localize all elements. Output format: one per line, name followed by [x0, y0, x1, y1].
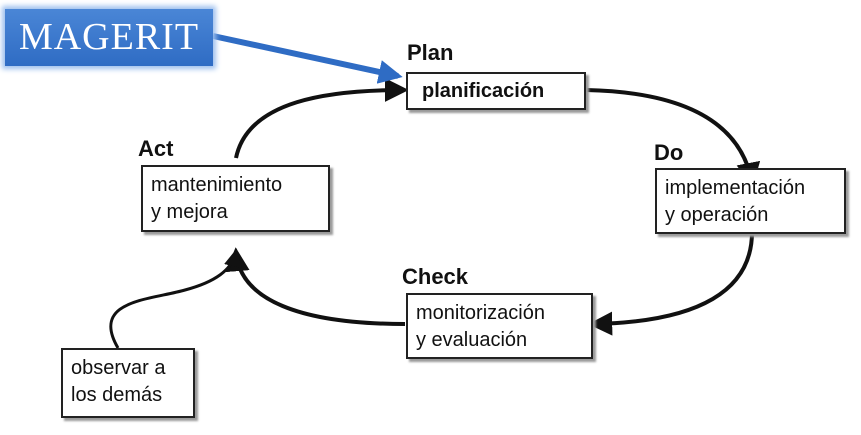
observe-box-line2: los demás	[71, 384, 163, 406]
magerit-badge: MAGERIT	[5, 9, 213, 66]
check-box: monitorización y evaluación	[406, 293, 593, 359]
phase-title-check: Check	[402, 264, 469, 289]
arrow-do-to-check	[588, 231, 754, 336]
observe-box: observar a los demás	[61, 348, 195, 418]
arrow-check-to-act	[225, 247, 406, 326]
arrow-observe-to-act	[109, 248, 242, 349]
arrow-plan-to-do	[585, 88, 761, 187]
phase-title-do: Do	[654, 140, 684, 165]
plan-box: planificación	[406, 72, 586, 110]
do-box: implementación y operación	[655, 168, 846, 234]
check-box-line1: monitorización	[416, 302, 545, 324]
check-box-line2: y evaluación	[416, 329, 528, 351]
arrow-act-to-plan	[234, 78, 409, 159]
observe-box-line1: observar a	[71, 357, 166, 379]
do-box-line2: y operación	[665, 204, 769, 226]
phase-title-act: Act	[138, 136, 174, 161]
do-box-line1: implementación	[665, 177, 806, 199]
phase-title-plan: Plan	[407, 40, 454, 65]
plan-box-line1: planificación	[422, 80, 545, 102]
act-box-line1: mantenimiento	[151, 174, 283, 196]
act-box: mantenimiento y mejora	[141, 165, 330, 232]
act-box-line2: y mejora	[151, 201, 228, 223]
arrow-magerit-to-plan	[212, 33, 403, 84]
